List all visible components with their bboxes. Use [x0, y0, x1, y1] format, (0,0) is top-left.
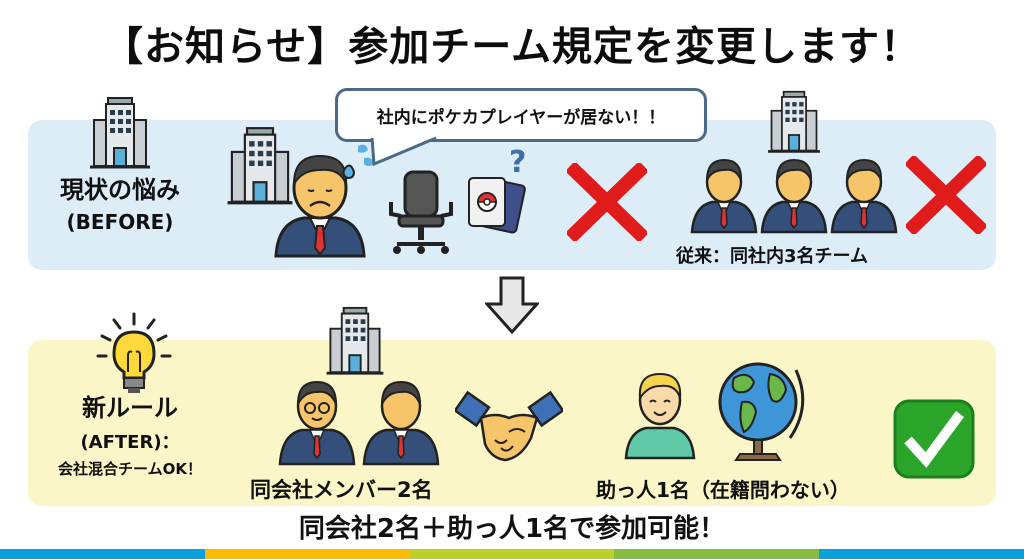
office-building-icon — [768, 90, 820, 153]
color-bar-segment — [409, 549, 615, 559]
helper-caption: 助っ人1名（在籍問わない） — [596, 478, 850, 502]
red-cross-icon — [567, 163, 647, 241]
red-cross-icon — [906, 156, 986, 234]
three-businessmen-icon — [690, 158, 898, 234]
pokemon-card-icon: ? — [468, 148, 526, 234]
office-building-icon — [227, 127, 293, 205]
members-caption: 同会社メンバー2名 — [250, 478, 433, 502]
green-check-icon — [893, 399, 975, 479]
sweat-drops-icon — [358, 144, 374, 166]
office-building-icon — [90, 97, 150, 169]
helper-person-icon — [624, 372, 696, 460]
two-businessmen-icon — [278, 380, 440, 466]
team-caption: 従来：同社内3名チーム — [676, 246, 868, 267]
worried-businessman-icon — [274, 154, 366, 258]
speech-bubble-tail — [370, 136, 437, 166]
handshake-icon — [455, 390, 563, 462]
color-bar-segment — [0, 549, 205, 559]
color-bar-segment — [204, 549, 410, 559]
office-building-icon — [326, 306, 384, 375]
globe-icon — [718, 362, 805, 461]
before-subheading: (BEFORE) — [66, 210, 174, 234]
after-subheading: (AFTER)： — [80, 432, 180, 453]
lightbulb-icon — [96, 312, 172, 393]
question-mark-icon: ? — [509, 148, 526, 180]
down-arrow-icon — [485, 276, 539, 335]
color-bar-segment — [614, 549, 820, 559]
after-note: 会社混合チームOK！ — [58, 460, 202, 478]
page-title: 【お知らせ】参加チーム規定を変更します！ — [103, 24, 921, 70]
color-bar-segment — [819, 549, 1024, 559]
summary-text: 同会社2名＋助っ人1名で参加可能！ — [298, 514, 726, 544]
before-heading: 現状の悩み — [60, 176, 180, 204]
bottom-color-bar — [0, 549, 1024, 559]
speech-bubble: 社内にポケカプレイヤーが居ない！！ — [335, 88, 707, 142]
after-heading: 新ルール — [82, 394, 178, 422]
empty-office-chair-icon — [389, 170, 453, 254]
